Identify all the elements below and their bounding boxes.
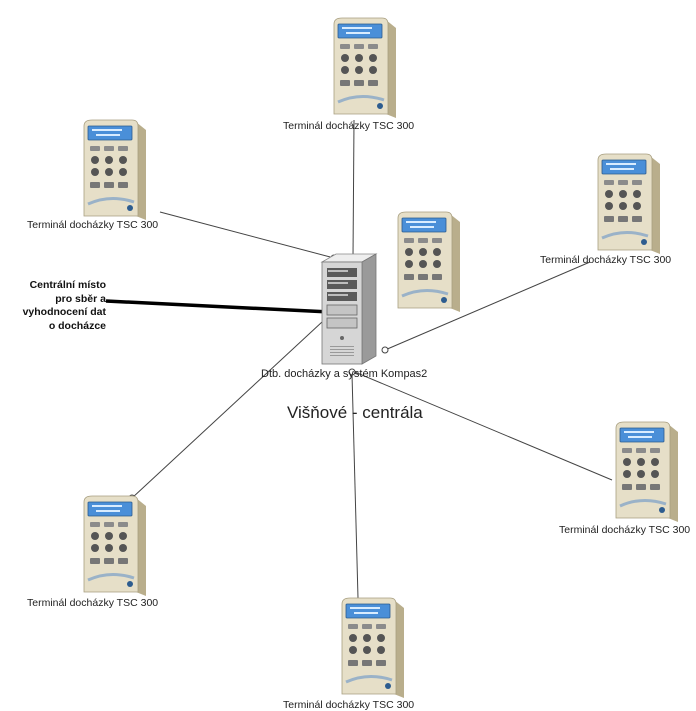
link-terminal-lower-left — [131, 321, 323, 499]
terminal-device-icon — [83, 119, 146, 220]
terminal-label: Terminál docházky TSC 300 — [283, 699, 415, 711]
link-terminal-lower-right — [349, 369, 613, 481]
terminal-right — [590, 150, 664, 256]
connector-dot — [381, 346, 389, 354]
terminal-label: Terminál docházky TSC 300 — [540, 254, 672, 266]
terminal-device-icon — [397, 211, 460, 312]
terminal-top — [326, 14, 400, 120]
terminal-label: Terminál docházky TSC 300 — [27, 597, 159, 609]
terminal-lower-right — [608, 418, 682, 524]
terminal-device-icon — [615, 421, 678, 522]
terminal-bottom — [334, 594, 408, 700]
central-note-line: o docházce — [48, 319, 106, 332]
terminal-device-icon — [333, 17, 396, 118]
terminal-behind-server — [390, 208, 464, 314]
link-terminal-right — [384, 261, 591, 351]
central-note-line: vyhodnocení dat — [22, 306, 106, 318]
terminal-label: Terminál docházky TSC 300 — [283, 120, 415, 132]
link-terminal-bottom — [351, 373, 359, 599]
terminal-upper-left — [76, 116, 150, 222]
terminal-label: Terminál docházky TSC 300 — [559, 524, 691, 536]
terminal-device-icon — [341, 597, 404, 698]
server-label: Dtb. docházky a systém Kompas2 — [261, 368, 428, 380]
central-note: Centrální místo pro sběr a vyhodnocení d… — [4, 279, 106, 333]
terminal-lower-left — [76, 492, 150, 598]
connector-dot — [348, 368, 356, 376]
link-terminal-top — [352, 119, 355, 259]
terminal-device-icon — [597, 153, 660, 254]
central-note-line: pro sběr a — [55, 292, 106, 305]
server-tower-icon — [318, 252, 378, 370]
central-note-connector — [105, 299, 331, 314]
link-terminal-upper-left — [159, 211, 335, 259]
terminal-device-icon — [83, 495, 146, 596]
central-note-line: Centrální místo — [29, 279, 106, 291]
location-label: Višňové - centrála — [287, 403, 423, 422]
terminal-label: Terminál docházky TSC 300 — [27, 219, 159, 231]
